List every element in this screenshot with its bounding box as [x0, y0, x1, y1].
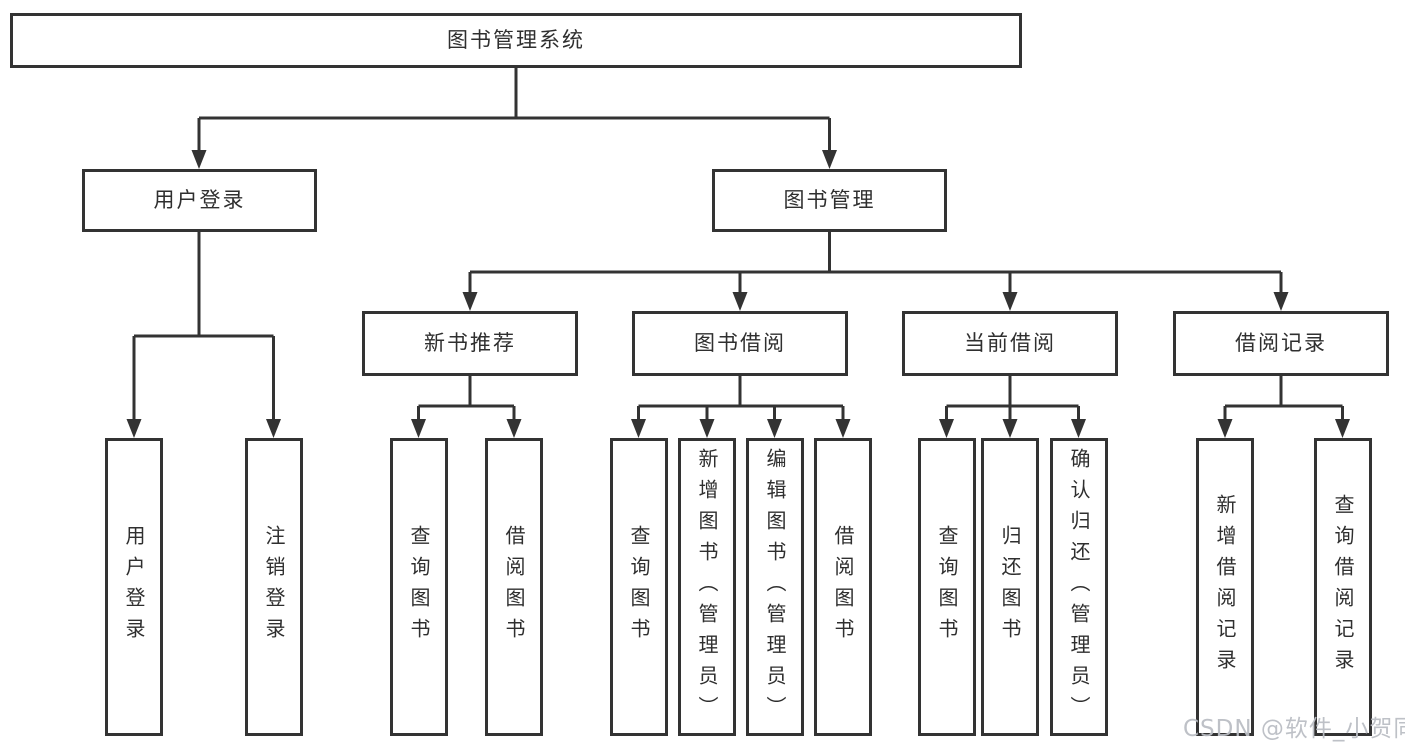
leaf-add-borrow-record-label: 新增借阅记录: [1213, 494, 1237, 680]
connector-current-borrow: [945, 376, 1080, 424]
arrowhead-down-icon: [939, 419, 954, 438]
arrowhead-down-icon: [822, 150, 837, 169]
node-user-login: 用户登录: [82, 169, 317, 232]
node-book-management-label: 图书管理: [783, 188, 876, 212]
leaf-confirm-return-admin: 确认归还（管理员）: [1050, 438, 1108, 736]
arrowhead-down-icon: [411, 419, 426, 438]
node-current-borrow-label: 当前借阅: [964, 331, 1056, 355]
leaf-return-books: 归还图书: [981, 438, 1039, 736]
arrowhead-down-icon: [462, 292, 478, 311]
leaf-user-login: 用户登录: [105, 438, 163, 736]
connector-new-book-recommend: [417, 376, 516, 424]
arrowhead-down-icon: [835, 419, 851, 438]
leaf-query-borrow-record-label: 查询借阅记录: [1331, 494, 1355, 680]
leaf-logout: 注销登录: [245, 438, 303, 736]
leaf-user-login-label: 用户登录: [122, 525, 146, 649]
leaf-current-query-books-label: 查询图书: [935, 525, 959, 649]
leaf-borrow-query-books-label: 查询图书: [627, 525, 651, 649]
leaf-confirm-return-admin-label: 确认归还（管理员）: [1067, 447, 1091, 727]
arrowhead-down-icon: [699, 419, 715, 438]
connector-book-borrow: [637, 376, 845, 424]
arrowhead-down-icon: [732, 292, 748, 311]
node-new-book-recommend-label: 新书推荐: [424, 331, 516, 355]
arrowhead-down-icon: [126, 419, 142, 438]
arrowhead-down-icon: [1002, 292, 1018, 311]
leaf-query-borrow-record: 查询借阅记录: [1314, 438, 1372, 736]
node-current-borrow: 当前借阅: [902, 311, 1118, 376]
leaf-newbooks-query-books: 查询图书: [390, 438, 448, 736]
node-book-management: 图书管理: [712, 169, 947, 232]
node-library-system: 图书管理系统: [10, 13, 1022, 68]
arrowhead-down-icon: [506, 419, 522, 438]
leaf-add-borrow-record: 新增借阅记录: [1196, 438, 1254, 736]
node-new-book-recommend: 新书推荐: [362, 311, 578, 376]
arrowhead-down-icon: [1002, 419, 1018, 438]
connector-borrow-records: [1223, 376, 1344, 424]
arrowhead-down-icon: [767, 419, 782, 438]
leaf-newbooks-query-books-label: 查询图书: [407, 525, 431, 649]
arrowhead-down-icon: [191, 150, 207, 169]
leaf-edit-books-admin: 编辑图书（管理员）: [746, 438, 804, 736]
arrowhead-down-icon: [266, 419, 281, 438]
leaf-edit-books-admin-label: 编辑图书（管理员）: [763, 447, 787, 727]
leaf-newbooks-borrow-books: 借阅图书: [485, 438, 543, 736]
leaf-borrow-books-label: 借阅图书: [831, 525, 855, 649]
arrowhead-down-icon: [1335, 419, 1350, 438]
node-borrow-records: 借阅记录: [1173, 311, 1389, 376]
leaf-return-books-label: 归还图书: [998, 525, 1022, 649]
leaf-current-query-books: 查询图书: [918, 438, 976, 736]
connector-root: [197, 68, 831, 155]
node-user-login-label: 用户登录: [153, 188, 246, 212]
arrowhead-down-icon: [1071, 419, 1086, 438]
node-book-borrow: 图书借阅: [632, 311, 848, 376]
leaf-logout-label: 注销登录: [262, 525, 286, 649]
watermark-text: CSDN @软件_小贺同学: [1183, 716, 1405, 742]
leaf-borrow-query-books: 查询图书: [610, 438, 668, 736]
node-library-system-label: 图书管理系统: [447, 28, 585, 52]
leaf-newbooks-borrow-books-label: 借阅图书: [502, 525, 526, 649]
connector-book-management: [468, 232, 1283, 298]
node-book-borrow-label: 图书借阅: [694, 331, 786, 355]
arrowhead-down-icon: [1273, 292, 1289, 311]
leaf-add-books-admin: 新增图书（管理员）: [678, 438, 736, 736]
arrowhead-down-icon: [631, 419, 646, 438]
leaf-borrow-books: 借阅图书: [814, 438, 872, 736]
node-borrow-records-label: 借阅记录: [1235, 331, 1327, 355]
leaf-add-books-admin-label: 新增图书（管理员）: [695, 447, 719, 727]
connector-user-login: [132, 232, 275, 424]
arrowhead-down-icon: [1217, 419, 1233, 438]
